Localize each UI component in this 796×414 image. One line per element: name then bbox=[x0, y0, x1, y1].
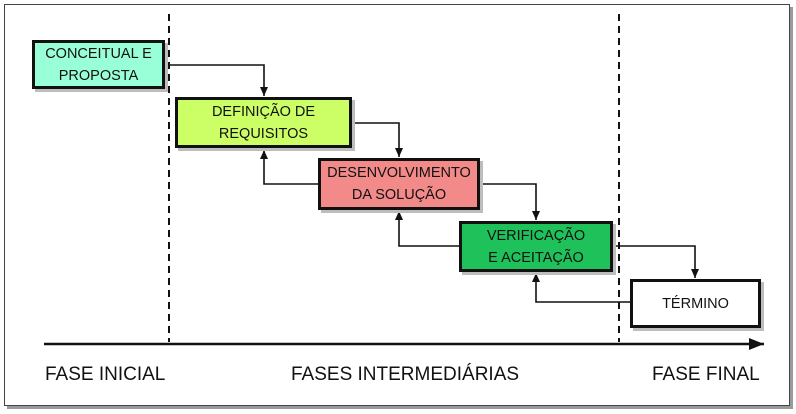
feedback-verificacao-to-desenvolvimento bbox=[395, 211, 459, 247]
box-label-line: PROPOSTA bbox=[58, 67, 139, 84]
box-conceitual-proposta: CONCEITUAL E PROPOSTA bbox=[32, 40, 165, 89]
feedback-desenvolvimento-to-definicao bbox=[260, 150, 318, 185]
arrow-definicao-to-desenvolvimento bbox=[352, 122, 403, 157]
arrow-verificacao-to-termino bbox=[613, 245, 699, 278]
box-desenvolvimento-solucao: DESENVOLVIMENTO DA SOLUÇÃO bbox=[318, 158, 480, 210]
box-label-line: TÉRMINO bbox=[662, 295, 729, 312]
box-termino: TÉRMINO bbox=[630, 279, 761, 328]
box-label-line: E ACEITAÇÃO bbox=[488, 249, 584, 266]
box-label-line: DESENVOLVIMENTO bbox=[327, 165, 471, 181]
box-label-line: CONCEITUAL E bbox=[45, 45, 152, 62]
box-definicao-requisitos: DEFINIÇÃO DE REQUISITOS bbox=[175, 97, 352, 148]
phase-label-final: FASE FINAL bbox=[652, 364, 760, 385]
box-label-line: VERIFICAÇÃO bbox=[486, 227, 586, 244]
box-label-line: REQUISITOS bbox=[218, 125, 309, 142]
feedback-termino-to-verificacao bbox=[532, 273, 630, 303]
arrow-desenvolvimento-to-verificacao bbox=[480, 183, 540, 220]
phase-label-intermediate: FASES INTERMEDIÁRIAS bbox=[291, 364, 520, 385]
box-label-line: DA SOLUÇÃO bbox=[351, 187, 447, 203]
arrow-conceitual-to-definicao bbox=[165, 64, 268, 96]
box-label-line: DEFINIÇÃO DE bbox=[211, 103, 316, 120]
phase-label-initial: FASE INICIAL bbox=[45, 364, 166, 385]
box-verificacao-aceitacao: VERIFICAÇÃO E ACEITAÇÃO bbox=[459, 221, 613, 272]
